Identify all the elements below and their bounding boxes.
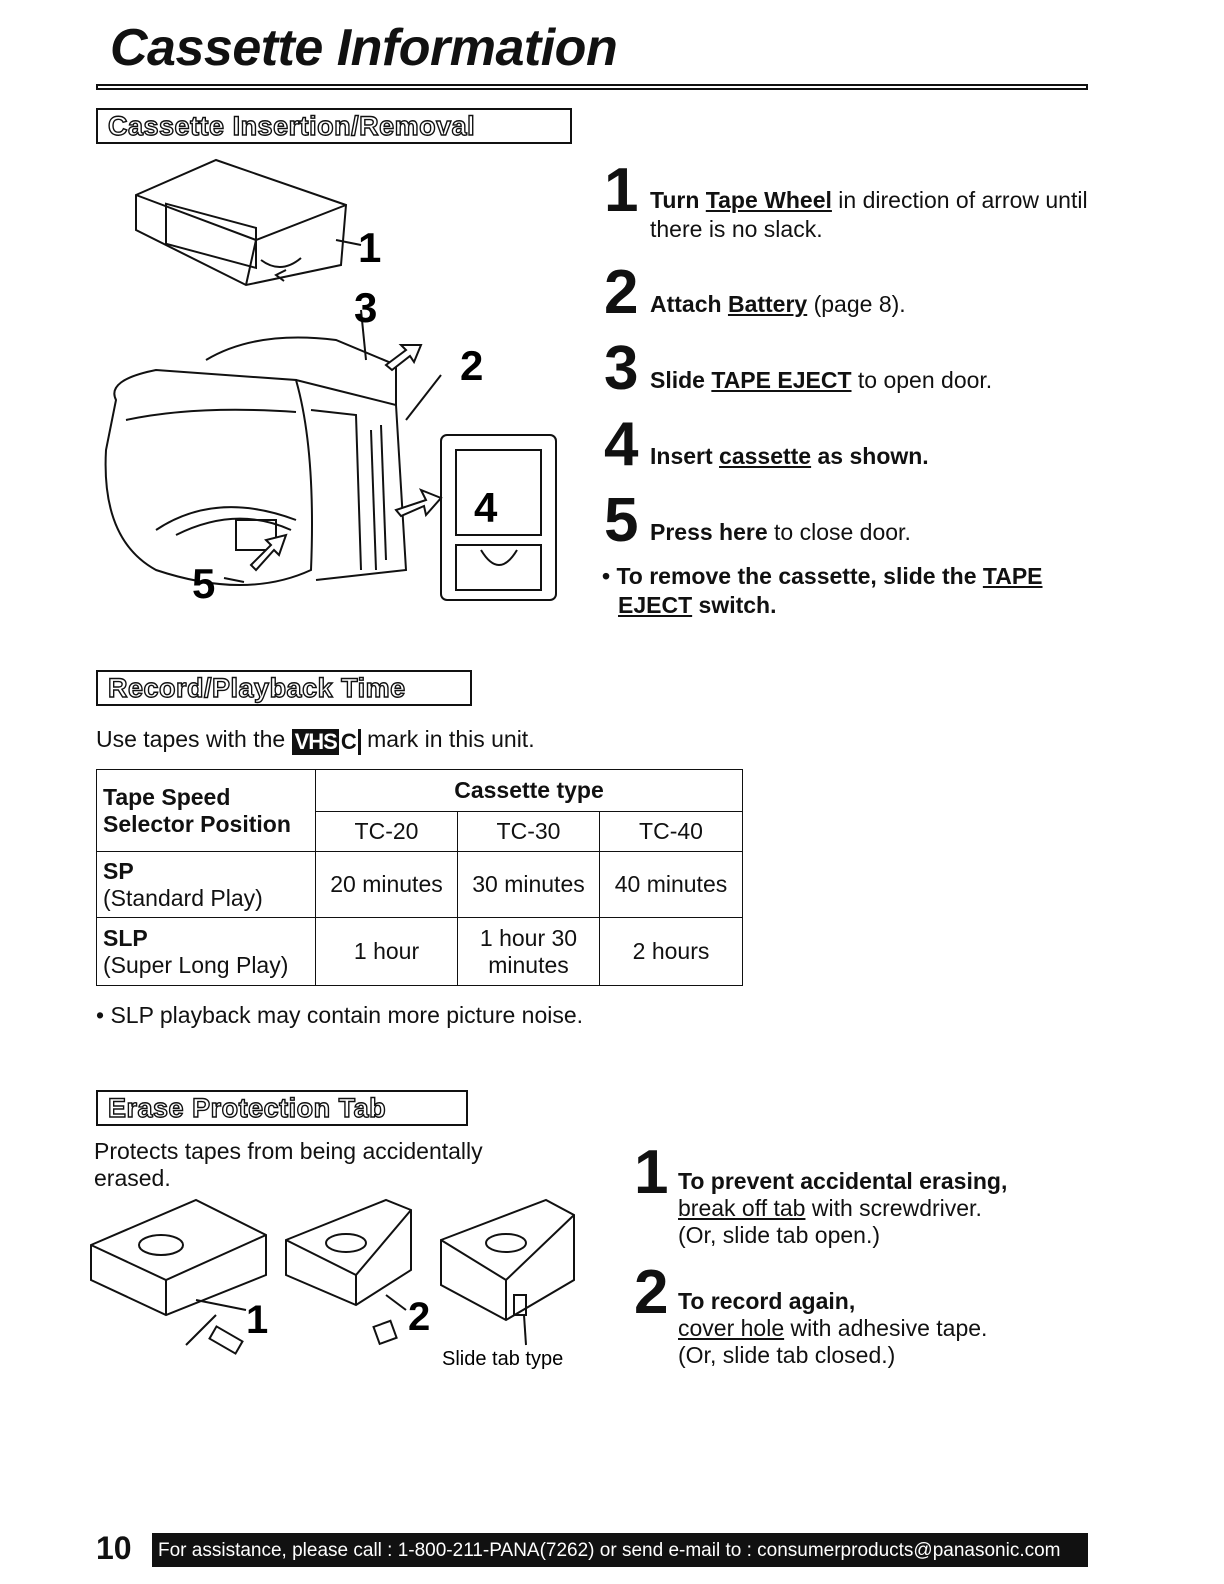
table-row: SLP(Super Long Play) 1 hour 1 hour 30 mi… [96,917,743,986]
erase-step-note: (Or, slide tab closed.) [678,1342,896,1368]
step-text-pre: Slide [650,367,712,393]
slp-note: • SLP playback may contain more picture … [96,1002,584,1028]
step-text-pre: Attach [650,291,728,317]
mode-desc: (Standard Play) [103,884,263,911]
vhs-mark-text: VHS [294,729,338,754]
row-header-cell: Tape Speed Selector Position [96,769,316,852]
step-number: 2 [634,1258,669,1327]
table-cell: 1 hour 30 minutes [457,917,600,986]
cassette-top-drawing [135,158,348,287]
table-cell: 40 minutes [599,851,743,918]
step-text: Turn Tape Wheel in direction of arrow un… [650,186,1090,244]
callout-2: 2 [460,342,483,389]
step-number: 1 [634,1138,669,1207]
callout-1: 1 [358,224,381,271]
erase-callout-2: 2 [408,1295,430,1339]
cassette-side-drawing [440,434,557,601]
camcorder-illustration: 1 3 2 4 5 [104,158,557,607]
intro-pre: Use tapes with the [96,726,292,752]
remove-note-post: switch. [692,592,777,618]
column-header: TC-30 [457,811,600,852]
step-number: 4 [604,410,639,479]
erase-step-text: To record again, cover hole with adhesiv… [678,1288,1098,1369]
section-heading-record-time: Record/Playback Time [96,670,472,706]
remove-note: • To remove the cassette, slide the TAPE… [602,562,1108,620]
slide-tab-label: Slide tab type [442,1348,563,1370]
title-rule [96,84,1088,90]
column-header: TC-40 [599,811,743,852]
footer-assistance-bar: For assistance, please call : 1-800-211-… [152,1533,1088,1567]
section-heading-erase-tab: Erase Protection Tab [96,1090,468,1126]
erase-step-note: (Or, slide tab open.) [678,1222,880,1248]
step-text: Press here to close door. [650,518,1090,547]
step-text: Slide TAPE EJECT to open door. [650,366,1090,395]
remove-note-term: TAPE EJECT [618,563,1043,618]
section-heading-insertion: Cassette Insertion/Removal [96,108,572,144]
mode-name: SP [103,857,134,884]
table-row: SP(Standard Play) 20 minutes 30 minutes … [96,851,743,918]
mode-cell: SP(Standard Play) [96,851,316,918]
step-text-post: to close door. [767,519,911,545]
group-header-cell: Cassette type [315,769,743,812]
step-term-cassette: cassette [719,443,812,469]
erase-step-line: break off tab with screwdriver. [678,1195,1098,1222]
erase-tab-illustration: 1 2 Slide tab type [90,1198,575,1370]
step-text-post: to open door. [851,367,993,393]
mode-cell: SLP(Super Long Play) [96,917,316,986]
table-cell: 2 hours [599,917,743,986]
cassette-drawing-3 [440,1198,575,1322]
page-title: Cassette Information [110,19,618,77]
mode-desc: (Super Long Play) [103,951,289,978]
step-text: Insert cassette as shown. [650,442,1090,471]
step-text-pre: Turn [650,187,706,213]
step-text-post: in direction of arrow until there is no … [650,187,1088,242]
step-term-tape-eject: TAPE EJECT [711,367,852,393]
table-cell: 30 minutes [457,851,600,918]
erase-intro: Protects tapes from being accidentally e… [94,1138,483,1191]
step-number: 1 [604,156,639,225]
erase-step-title: To record again, [678,1288,856,1314]
callout-4: 4 [474,484,498,531]
erase-step-post: with screwdriver. [805,1195,982,1221]
column-header: TC-20 [315,811,458,852]
tape-time-table: Tape Speed Selector Position Cassette ty… [96,769,743,986]
page-number: 10 [96,1530,132,1566]
erase-step-term: break off tab [678,1195,806,1221]
step-number: 5 [604,486,639,555]
camcorder-body-drawing [104,368,313,586]
step-text-post: as shown. [811,443,929,469]
step-term-battery: Battery [727,291,808,317]
step-number: 2 [604,258,639,327]
step-text-pre: Press here [650,519,768,545]
vhs-mark-c: C [338,729,358,755]
erase-step-term: cover hole [678,1315,785,1341]
step-term-tape-wheel: Tape Wheel [705,187,832,213]
callout-5: 5 [192,560,215,607]
erase-step-post: with adhesive tape. [784,1315,988,1341]
table-cell: 20 minutes [315,851,458,918]
mode-name: SLP [103,924,148,951]
cassette-drawing-2 [285,1198,412,1307]
erase-step-text: To prevent accidental erasing, break off… [678,1168,1098,1249]
erase-callout-1: 1 [246,1298,268,1342]
step-text-post: (page 8). [807,291,906,317]
erase-step-line: cover hole with adhesive tape. [678,1315,1098,1342]
step-number: 3 [604,334,639,403]
intro-post: mark in this unit. [360,726,535,752]
cassette-drawing-1 [90,1198,267,1317]
step-text: Attach Battery (page 8). [650,290,1090,319]
erase-step-title: To prevent accidental erasing, [678,1168,1008,1194]
table-cell: 1 hour [315,917,458,986]
remove-note-pre: • To remove the cassette, slide the [602,563,983,589]
callout-3: 3 [354,284,377,331]
step-text-pre: Insert [650,443,720,469]
